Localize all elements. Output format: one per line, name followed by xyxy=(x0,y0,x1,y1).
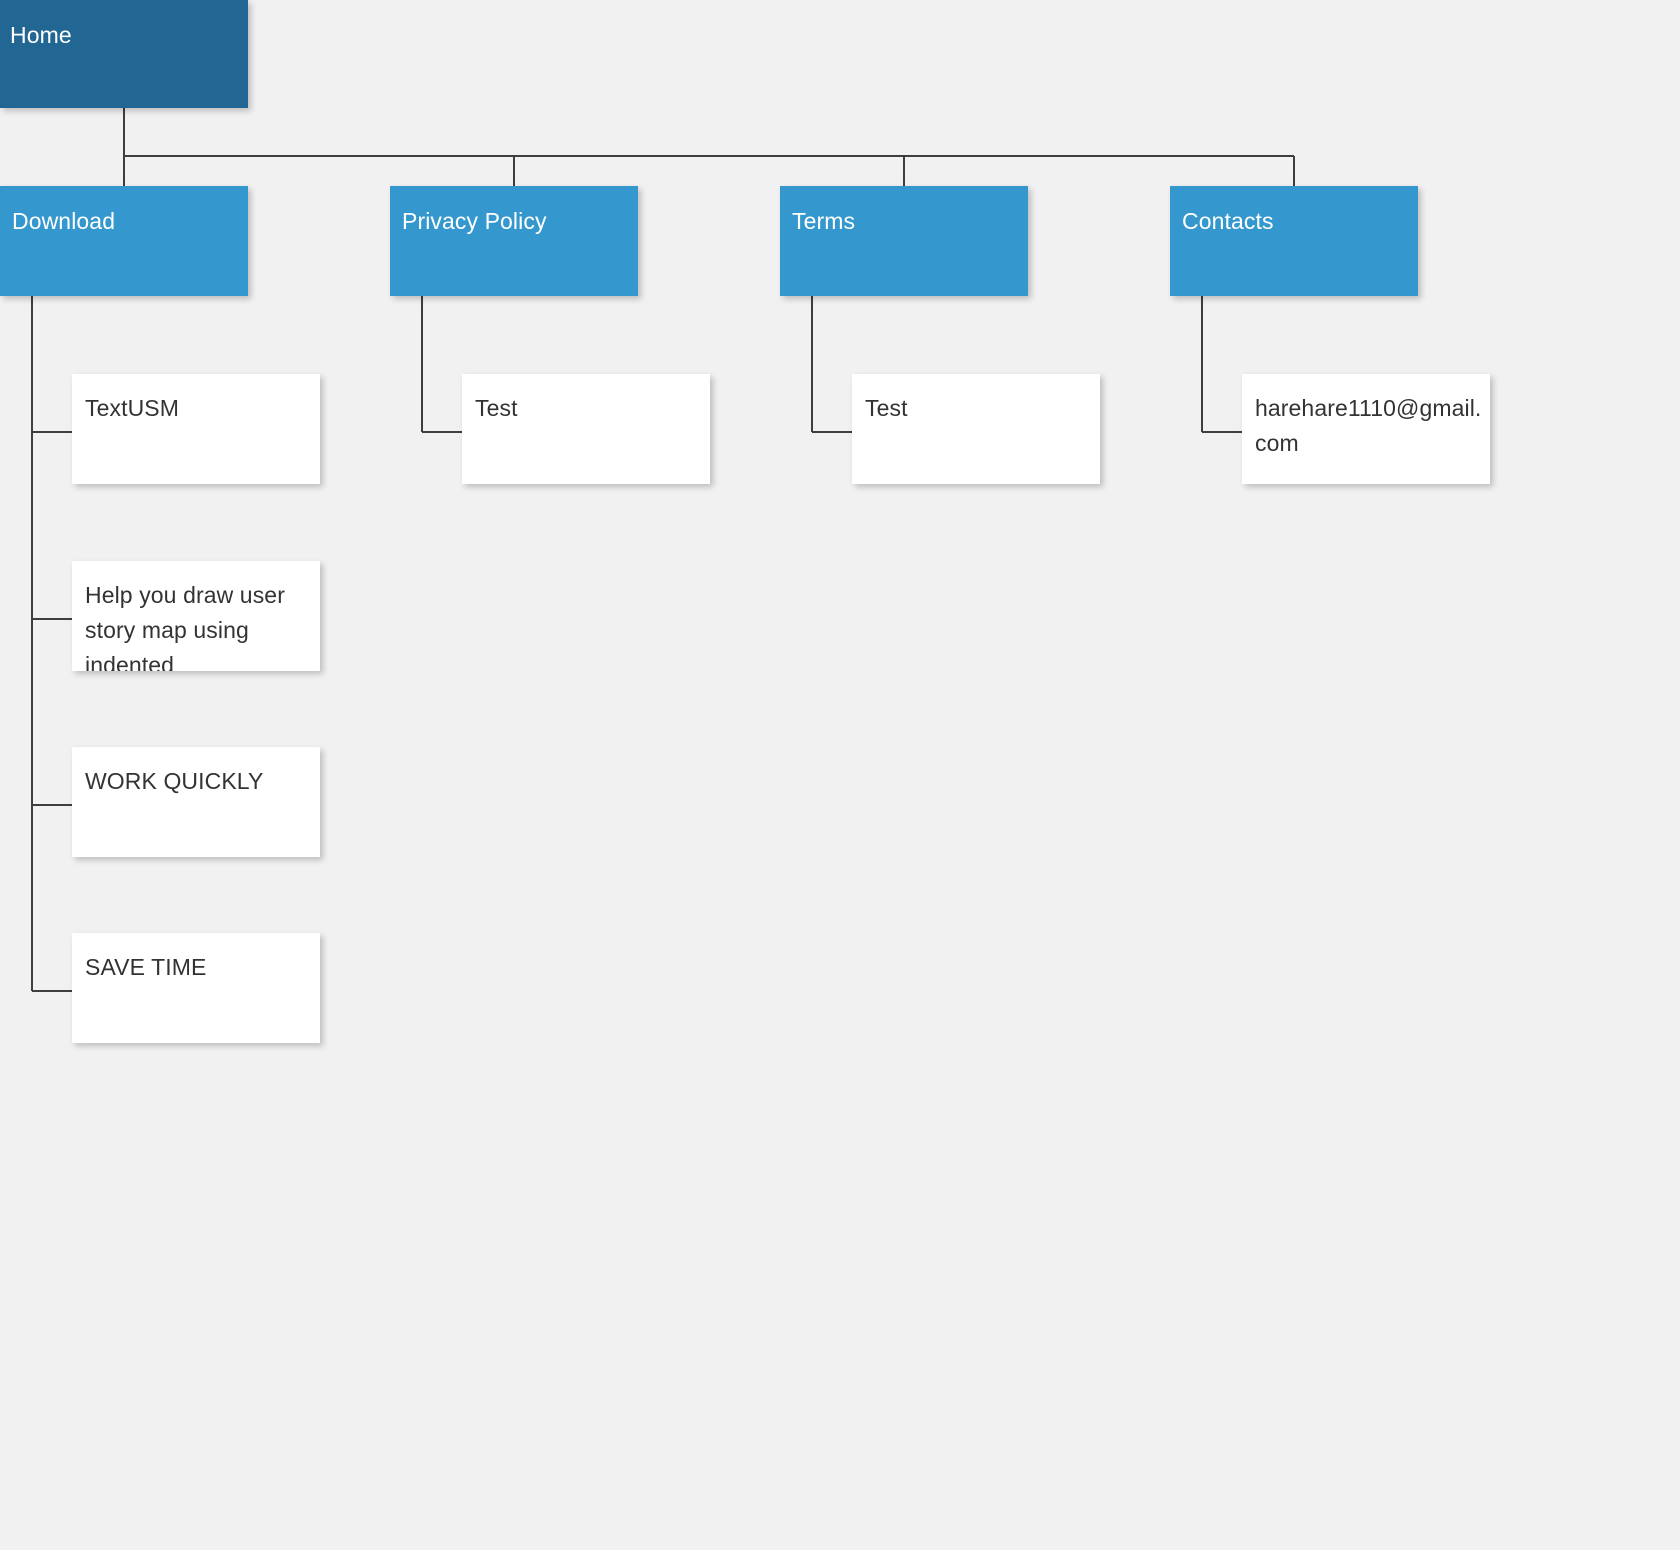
node-leaf-harehare1110-gmail-com[interactable]: harehare1110@gmail.com xyxy=(1242,374,1490,484)
node-leaf-harehare1110-gmail-com-label: harehare1110@gmail.com xyxy=(1255,395,1482,456)
node-leaf-textusm[interactable]: TextUSM xyxy=(72,374,320,484)
node-branch-contacts-label: Contacts xyxy=(1182,208,1274,234)
node-branch-download-label: Download xyxy=(12,208,116,234)
node-leaf-test-label: Test xyxy=(475,395,518,421)
node-leaf-textusm-label: TextUSM xyxy=(85,395,179,421)
node-branch-privacy-policy[interactable]: Privacy Policy xyxy=(390,186,638,296)
node-branch-download[interactable]: Download xyxy=(0,186,248,296)
node-leaf-test-label: Test xyxy=(865,395,908,421)
node-branch-privacy-policy-label: Privacy Policy xyxy=(402,208,547,234)
node-branch-terms[interactable]: Terms xyxy=(780,186,1028,296)
node-leaf-work-quickly-label: WORK QUICKLY xyxy=(85,768,264,794)
node-leaf-help-you-draw-user-story-map-using-inden-label: Help you draw user story map using inden… xyxy=(85,582,292,671)
node-leaf-test[interactable]: Test xyxy=(462,374,710,484)
node-leaf-save-time[interactable]: SAVE TIME xyxy=(72,933,320,1043)
node-root-home-label: Home xyxy=(10,22,72,48)
node-branch-contacts[interactable]: Contacts xyxy=(1170,186,1418,296)
node-leaf-help-you-draw-user-story-map-using-inden[interactable]: Help you draw user story map using inden… xyxy=(72,561,320,671)
node-branch-terms-label: Terms xyxy=(792,208,856,234)
node-leaf-work-quickly[interactable]: WORK QUICKLY xyxy=(72,747,320,857)
node-root-home[interactable]: Home xyxy=(0,0,248,108)
node-leaf-save-time-label: SAVE TIME xyxy=(85,954,207,980)
node-leaf-test[interactable]: Test xyxy=(852,374,1100,484)
